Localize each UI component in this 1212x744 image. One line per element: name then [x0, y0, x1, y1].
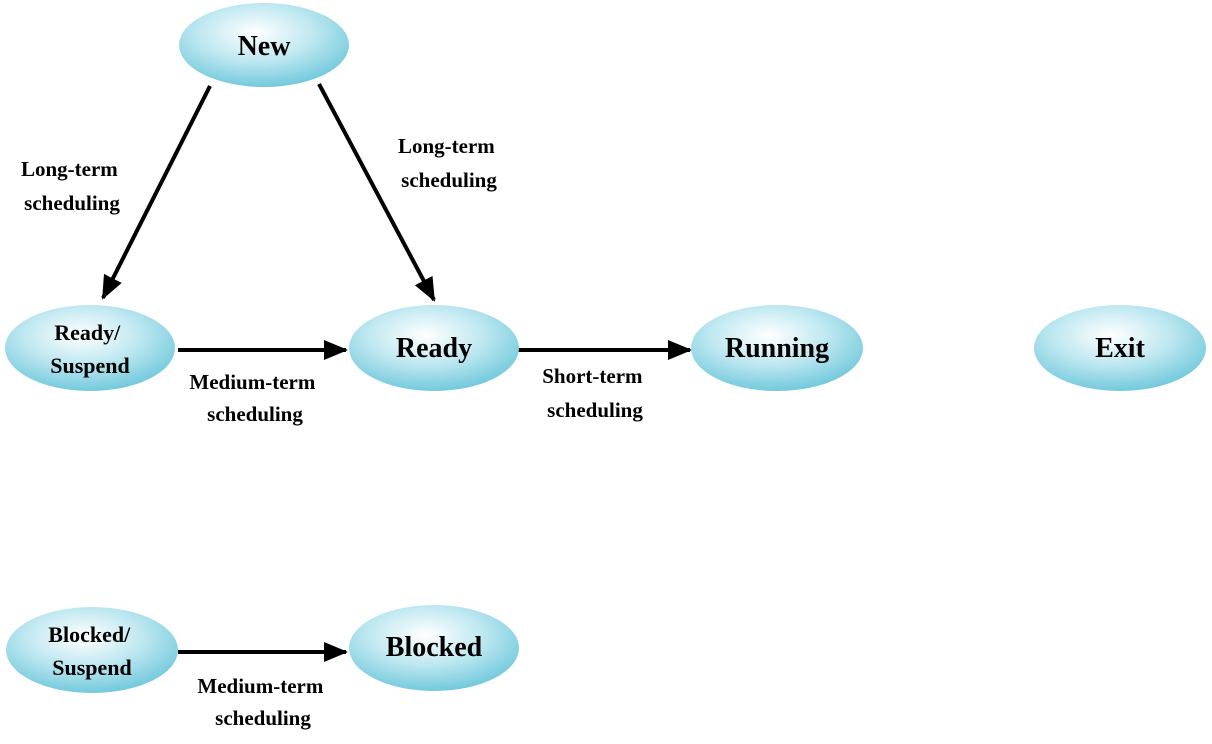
- edge-label-line2: scheduling: [215, 706, 311, 730]
- edge-label-line2: scheduling: [401, 168, 497, 192]
- edge-label-ready-suspend-ready: Medium-term scheduling: [189, 370, 320, 426]
- node-ready-suspend-line1: Ready/: [54, 320, 121, 345]
- arrow-new-to-ready: [317, 83, 436, 302]
- node-blocked-ellipse: [349, 605, 519, 691]
- node-running-label: Running: [725, 333, 829, 364]
- node-ready: Ready: [349, 305, 519, 391]
- node-exit-label: Exit: [1095, 333, 1145, 364]
- node-blocked-suspend-ellipse: [6, 607, 178, 693]
- edge-label-line1: Medium-term: [189, 370, 315, 394]
- edge-label-line1: Short-term: [542, 364, 643, 388]
- node-running: Running: [691, 305, 863, 391]
- node-blocked-suspend: Blocked/ Suspend: [6, 607, 178, 693]
- node-blocked-suspend-line1: Blocked/: [48, 622, 131, 647]
- node-exit-ellipse: [1034, 305, 1206, 391]
- edge-label-line2: scheduling: [24, 191, 120, 215]
- node-blocked-suspend-line2: Suspend: [52, 655, 132, 680]
- node-ready-suspend: Ready/ Suspend: [5, 305, 175, 391]
- node-blocked: Blocked: [349, 605, 519, 691]
- node-new-label: New: [238, 31, 292, 62]
- edge-label-new-ready-suspend: Long-term scheduling: [21, 157, 123, 215]
- edge-label-new-ready: Long-term scheduling: [398, 134, 500, 192]
- node-new-ellipse: [179, 3, 349, 87]
- node-ready-suspend-ellipse: [5, 305, 175, 391]
- edge-label-blocked-suspend-blocked: Medium-term scheduling: [197, 674, 328, 730]
- edge-new-to-ready: [317, 83, 436, 302]
- node-running-ellipse: [691, 305, 863, 391]
- node-new: New: [179, 3, 349, 87]
- node-blocked-suspend-label: Blocked/ Suspend: [48, 622, 135, 680]
- edge-label-line1: Long-term: [398, 134, 495, 158]
- arrow-new-to-ready-suspend: [101, 85, 212, 300]
- edge-label-line2: scheduling: [547, 398, 643, 422]
- edge-label-line1: Long-term: [21, 157, 118, 181]
- node-ready-suspend-label: Ready/ Suspend: [50, 320, 130, 378]
- node-blocked-label: Blocked: [386, 632, 483, 663]
- node-ready-suspend-line2: Suspend: [50, 353, 130, 378]
- node-ready-ellipse: [349, 305, 519, 391]
- edge-label-line1: Medium-term: [197, 674, 323, 698]
- edge-label-ready-running: Short-term scheduling: [542, 364, 648, 422]
- edge-new-to-ready-suspend: [101, 85, 212, 300]
- node-exit: Exit: [1034, 305, 1206, 391]
- edge-label-line2: scheduling: [207, 402, 303, 426]
- node-ready-label: Ready: [396, 333, 472, 364]
